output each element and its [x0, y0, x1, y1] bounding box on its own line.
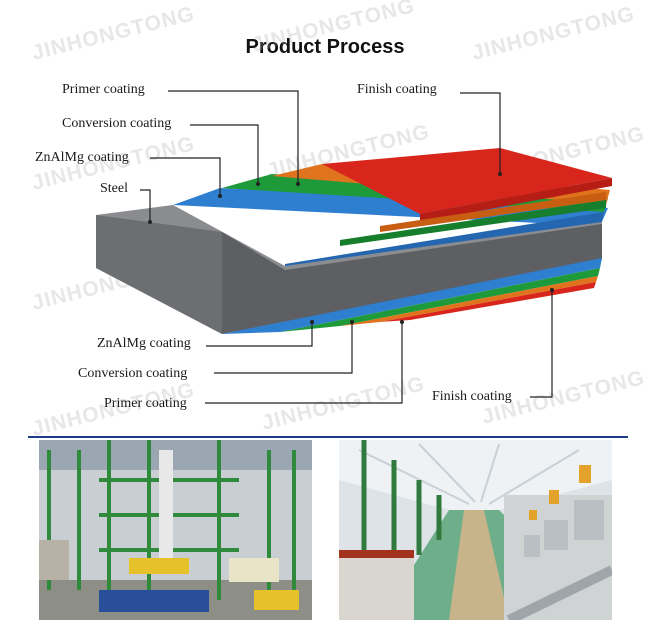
factory-photo-left: [39, 440, 312, 620]
lower-leader-lines: [205, 290, 553, 404]
label-primer-coating-top: Primer coating: [62, 82, 145, 97]
steel-front: [96, 215, 222, 334]
factory-photo-right: [339, 440, 612, 620]
znalmg-layer-bottom: [222, 258, 602, 334]
upper-leader-dots: [148, 172, 502, 224]
label-znalmg-coating-top: ZnAlMg coating: [35, 150, 129, 165]
primer-layer-bottom: [340, 276, 598, 326]
upper-leader-lines: [140, 90, 501, 222]
label-finish-coating-bottom: Finish coating: [432, 389, 512, 404]
primer-layer-front: [380, 192, 606, 232]
conversion-layer-bottom: [280, 268, 600, 332]
label-finish-coating-top: Finish coating: [357, 82, 437, 97]
lower-leader-dots: [310, 288, 554, 324]
divider: [28, 436, 628, 438]
conversion-layer-front: [340, 200, 606, 246]
label-conversion-coating-top: Conversion coating: [62, 116, 172, 131]
label-primer-coating-bottom: Primer coating: [104, 396, 187, 411]
label-conversion-coating-bottom: Conversion coating: [78, 366, 188, 381]
label-znalmg-coating-bottom: ZnAlMg coating: [97, 336, 191, 351]
coating-layers-diagram: [96, 90, 612, 404]
label-steel: Steel: [100, 181, 128, 196]
page-title: Product Process: [245, 36, 405, 58]
steel-side: [222, 224, 602, 334]
finish-layer-front: [420, 178, 612, 222]
finish-layer-top: [322, 148, 612, 214]
finish-layer-bottom: [380, 282, 596, 322]
